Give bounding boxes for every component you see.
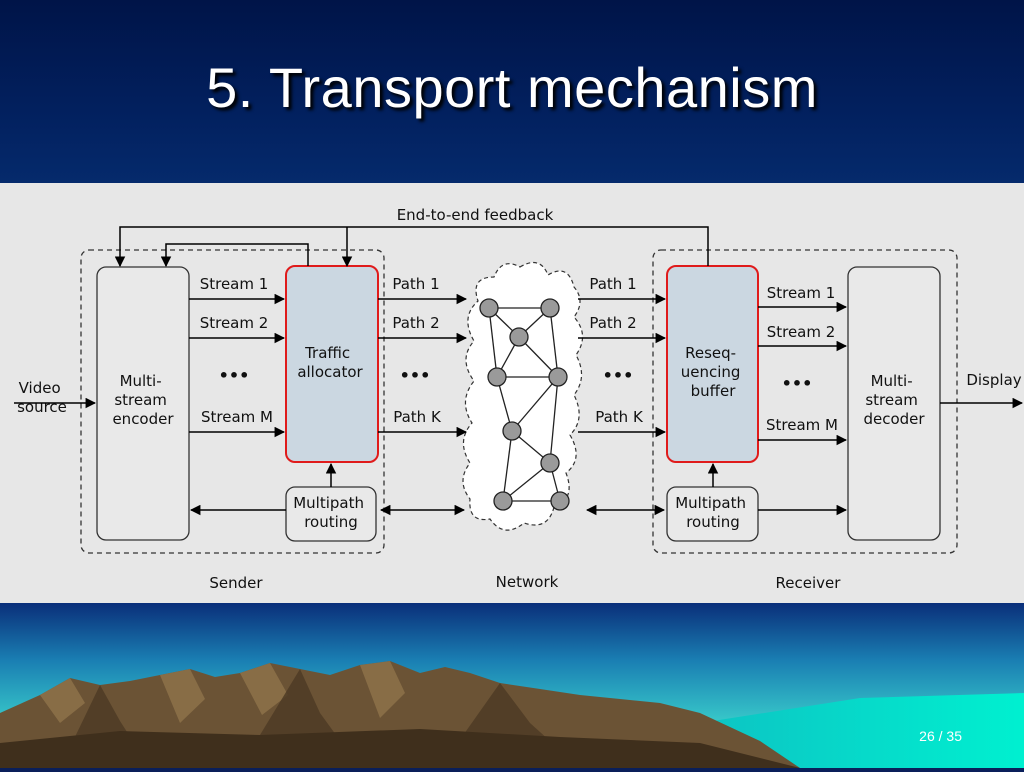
video-source-label: Video source [17,379,67,416]
resequencing-buffer-block [666,265,759,463]
feedback-arrows [114,226,709,268]
sender-path-k-label: Path K [393,408,442,426]
network-cloud [462,261,584,531]
network-node [550,491,570,511]
network-node [502,421,522,441]
sender-stream-arrows [189,293,286,438]
network-node [479,298,499,318]
encoder-label: Multi- stream encoder [112,372,174,428]
network-label: Network [496,573,559,591]
sender-path-1-label: Path 1 [392,275,439,293]
feedback-label: End-to-end feedback [397,206,554,224]
footer-landscape [0,603,1024,768]
network-node [509,327,529,347]
network-node [540,453,560,473]
sender-path-arrows [378,293,468,438]
receiver-stream-2-label: Stream 2 [767,323,836,341]
page-number: 26 / 35 [919,728,962,744]
transport-diagram: Multi- stream encoder Traffic allocator … [14,206,1024,592]
display-label: Display [966,371,1021,389]
receiver-region [652,249,958,554]
network-node [540,298,560,318]
slide-title: 5. Transport mechanism [206,56,818,119]
receiver-path-arrows [578,293,667,438]
receiver-label: Receiver [776,574,842,592]
sender-path-ellipsis: ••• [400,366,431,385]
traffic-allocator-block [285,265,379,463]
receiver-multipath-routing-label: Multipath routing [675,494,751,531]
receiver-path-ellipsis: ••• [603,366,634,385]
receiver-stream-ellipsis: ••• [782,374,813,393]
network-node [493,491,513,511]
routing-arrows [189,462,848,516]
encoder-block [96,266,190,541]
sender-stream-ellipsis: ••• [219,366,250,385]
sender-path-2-label: Path 2 [392,314,439,332]
receiver-stream-1-label: Stream 1 [767,284,836,302]
network-nodes [479,298,570,511]
sender-stream-m-label: Stream M [201,408,273,426]
mountain-landscape-image [0,603,1024,768]
receiver-stream-m-label: Stream M [766,416,838,434]
receiver-path-k-label: Path K [595,408,644,426]
traffic-allocator-label: Traffic allocator [297,344,363,381]
network-node [548,367,568,387]
diagram-panel: Multi- stream encoder Traffic allocator … [0,183,1024,603]
receiver-path-2-label: Path 2 [589,314,636,332]
receiver-stream-arrows [758,301,848,446]
sender-region [80,249,385,554]
sender-label: Sender [209,574,263,592]
slide-header: 5. Transport mechanism [0,0,1024,183]
sender-multipath-routing-label: Multipath routing [293,494,369,531]
decoder-label: Multi- stream decoder [863,372,925,428]
network-node [487,367,507,387]
sender-stream-2-label: Stream 2 [200,314,269,332]
sender-stream-1-label: Stream 1 [200,275,269,293]
resequencing-buffer-label: Reseq- uencing buffer [681,344,745,400]
receiver-path-1-label: Path 1 [589,275,636,293]
